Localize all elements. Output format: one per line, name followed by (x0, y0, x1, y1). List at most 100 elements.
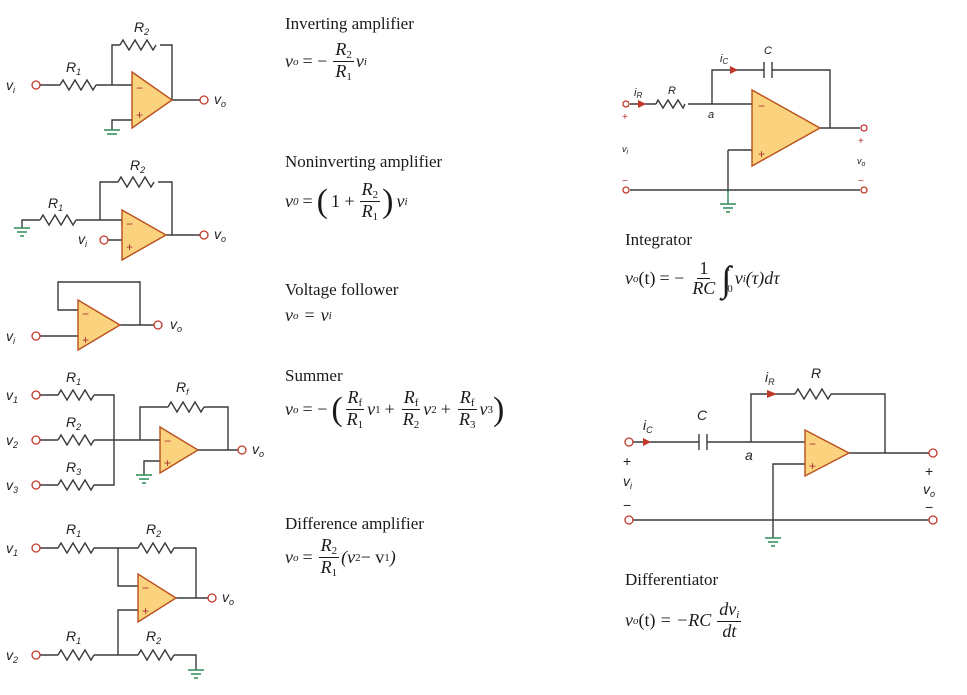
op-amp (131, 70, 174, 130)
output-terminal-bottom[interactable] (928, 515, 938, 525)
plus-sign: + (136, 108, 143, 122)
input-minus: − (623, 497, 631, 513)
resistor-r1-bottom (57, 648, 95, 662)
r1-label: R1 (66, 59, 81, 77)
wire (40, 547, 208, 670)
resistor-r1 (57, 388, 95, 402)
resistor-r2 (57, 433, 95, 447)
ic-label: iC (720, 53, 728, 66)
input-terminal-v2[interactable] (31, 435, 41, 445)
r-label: R (668, 85, 676, 97)
op-amp (751, 88, 822, 168)
op-amp (804, 428, 851, 478)
op-amp (77, 298, 122, 352)
wire (40, 394, 238, 486)
resistor-rf (167, 400, 205, 414)
difference-amplifier-circuit: − + v1 v2 vo R1 R2 R1 R2 (6, 521, 234, 679)
op-amp (121, 208, 168, 262)
resistor-r (794, 387, 832, 401)
ir-label: iR (765, 369, 775, 387)
input-terminal-v3[interactable] (31, 480, 41, 490)
minus-sign: − (126, 217, 133, 231)
vo-label: vo (857, 156, 866, 168)
vo-label: vo (214, 91, 226, 109)
vo-label: vo (222, 589, 234, 607)
output-minus: − (925, 499, 933, 515)
node-a-label: a (708, 109, 714, 121)
r-label: R (811, 365, 821, 381)
minus-sign: − (82, 307, 89, 321)
v2-label: v2 (6, 647, 18, 665)
input-terminal-v1[interactable] (31, 390, 41, 400)
r2-label: R2 (66, 414, 81, 432)
minus-sign: − (809, 437, 816, 451)
output-terminal[interactable] (199, 230, 209, 240)
input-terminal[interactable] (31, 80, 41, 90)
output-terminal[interactable] (237, 445, 247, 455)
minus-sign: − (136, 81, 143, 95)
capacitor-c (763, 62, 773, 78)
input-plus: + (622, 112, 628, 123)
r2-label: R2 (130, 157, 145, 175)
input-terminal-top[interactable] (624, 437, 634, 447)
op-amp (159, 425, 200, 475)
input-terminal-bottom[interactable] (624, 515, 634, 525)
op-amp (137, 572, 178, 624)
resistor-r2 (119, 38, 157, 52)
differentiator-title: Differentiator (625, 570, 719, 589)
vo-label: vo (923, 481, 935, 499)
resistor-r2-top (137, 541, 175, 555)
node-a-label: a (745, 447, 753, 463)
vi-label: vi (623, 473, 633, 491)
vi-label: vi (622, 144, 629, 156)
integrator-circuit: − + iR R iC C a + vi − + vo − (622, 45, 868, 213)
voltage-follower-circuit: − + vi vo (6, 281, 182, 352)
plus-sign: + (809, 459, 816, 473)
capacitor-c (698, 434, 708, 450)
v1-label: v1 (6, 540, 18, 558)
wire (633, 393, 929, 538)
difference-title: Difference amplifier (285, 514, 424, 533)
r1-top-label: R1 (66, 521, 81, 539)
r2-label: R2 (134, 19, 149, 37)
input-terminal-top[interactable] (622, 100, 630, 108)
ir-label: iR (634, 87, 642, 100)
minus-sign: − (142, 581, 149, 595)
input-terminal-v1[interactable] (31, 543, 41, 553)
output-terminal[interactable] (153, 320, 163, 330)
resistor-r1 (39, 213, 77, 227)
output-terminal[interactable] (207, 593, 217, 603)
r1-label: R1 (66, 369, 81, 387)
ground-icon (14, 227, 30, 237)
arrow-ic (643, 438, 651, 446)
output-minus: − (858, 176, 864, 187)
resistor-r3 (57, 478, 95, 492)
c-label: C (764, 45, 772, 57)
noninverting-title: Noninverting amplifier (285, 152, 443, 171)
plus-sign: + (142, 604, 149, 618)
output-terminal-top[interactable] (860, 124, 868, 132)
r2-top-label: R2 (146, 521, 161, 539)
input-terminal[interactable] (99, 235, 109, 245)
arrow-ic (730, 66, 738, 74)
r3-label: R3 (66, 459, 81, 477)
ground-icon (104, 129, 120, 135)
differentiator-circuit: − + iC C iR R a + vi − + vo − (623, 365, 938, 547)
ground-icon (720, 190, 736, 213)
output-plus: + (925, 463, 933, 479)
output-terminal-bottom[interactable] (860, 186, 868, 194)
wire (630, 69, 860, 192)
wire (40, 44, 200, 130)
arrow-ir (638, 100, 646, 108)
input-terminal-bottom[interactable] (622, 186, 630, 194)
input-terminal-v2[interactable] (31, 650, 41, 660)
output-terminal-top[interactable] (928, 448, 938, 458)
input-terminal[interactable] (31, 331, 41, 341)
wire (21, 181, 200, 241)
output-terminal[interactable] (199, 95, 209, 105)
resistor-r (655, 98, 686, 110)
